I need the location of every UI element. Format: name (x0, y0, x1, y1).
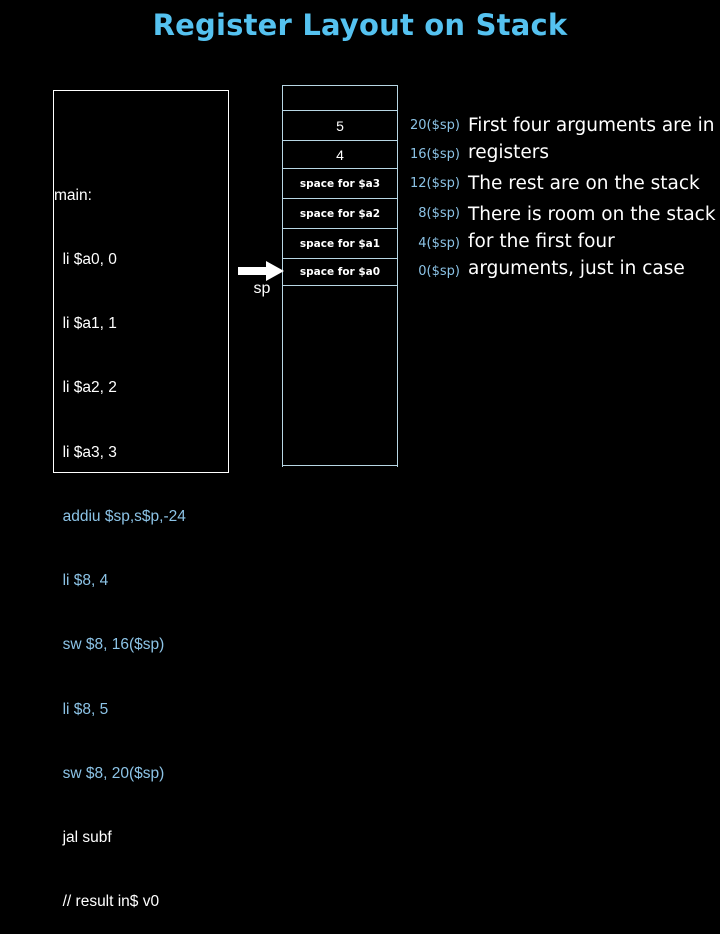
arrow-right-icon (238, 261, 284, 281)
code-listing: main: li $a0, 0 li $a1, 1 li $a2, 2 li $… (54, 142, 244, 934)
code-line: li $a3, 3 (54, 443, 117, 461)
stack-offset-label: 0($sp) (418, 264, 460, 279)
stack-offset-labels: 20($sp) 16($sp) 12($sp) 8($sp) 4($sp) 0(… (398, 85, 462, 285)
stack-pointer-marker: sp (238, 261, 284, 305)
stack-cell: space for $a3 (283, 169, 397, 199)
stack-cell: space for $a2 (283, 199, 397, 229)
code-line: sw $8, 20($sp) (54, 764, 165, 782)
note-item: First four arguments are in registers (468, 115, 715, 163)
stack-cell-empty-top (283, 86, 397, 111)
code-line: // result in$ v0 (54, 893, 160, 911)
stack-offset-label: 4($sp) (418, 235, 460, 251)
stack-cell-empty-bottom (283, 286, 397, 466)
notes-list: First four arguments are in registers Th… (468, 112, 720, 286)
page-title: Register Layout on Stack (152, 8, 568, 42)
code-line: sw $8, 16($sp) (54, 636, 165, 654)
code-line: addiu $sp,s$p,-24 (54, 507, 186, 525)
stack-cell: space for $a1 (283, 229, 397, 259)
stack-offset-label: 8($sp) (418, 205, 460, 221)
stack-offset-label: 20($sp) (410, 117, 460, 133)
note-item: The rest are on the stack (468, 173, 700, 194)
code-line: jal subf (54, 829, 112, 846)
stack-cell: space for $a0 (283, 259, 397, 286)
code-line: li $8, 4 (54, 572, 109, 590)
stack-pointer-label: sp (253, 280, 271, 297)
code-panel (53, 90, 229, 473)
stack-offset-label: 12($sp) (410, 175, 460, 191)
note-item: There is room on the stack for the first… (468, 204, 716, 279)
stack-cell: 4 (283, 141, 397, 169)
code-line: li $8, 5 (54, 700, 109, 718)
code-line: li $a0, 0 (54, 251, 117, 269)
stack-offset-label: 16($sp) (410, 146, 460, 162)
stack-diagram: 5 4 space for $a3 space for $a2 space fo… (282, 85, 398, 467)
code-line: main: (54, 186, 92, 204)
code-line: li $a2, 2 (54, 379, 117, 397)
stack-cell: 5 (283, 111, 397, 141)
code-line: li $a1, 1 (54, 315, 117, 333)
stack-offset-spacer (398, 85, 462, 110)
